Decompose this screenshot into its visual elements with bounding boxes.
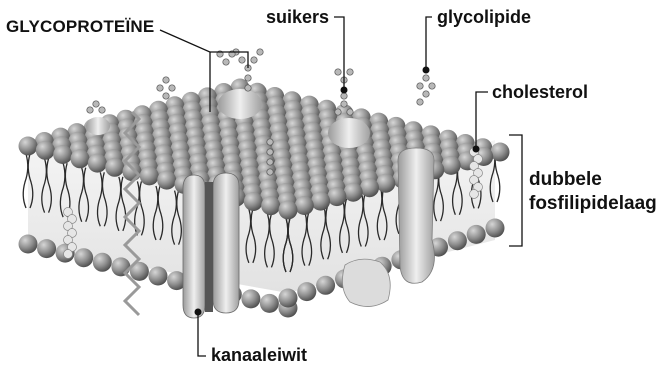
phospholipid-head-inner (279, 289, 298, 308)
sugar-unit (245, 85, 251, 91)
phospholipid-head (261, 196, 280, 215)
phospholipid-head-inner (467, 225, 486, 244)
phospholipid-head (71, 149, 90, 168)
phospholipid-head (327, 187, 346, 206)
sugar-unit (267, 139, 273, 145)
glycoprotein-right (328, 118, 370, 148)
sugar-unit (157, 85, 163, 91)
sugar-unit (423, 75, 429, 81)
phospholipid-head (105, 158, 124, 177)
sugar-unit (417, 83, 423, 89)
bracket-bilayer (509, 135, 522, 246)
phospholipid-head-inner (37, 239, 56, 258)
phospholipid-head (157, 171, 176, 190)
transmembrane-protein (398, 148, 434, 283)
sugar-unit (245, 75, 251, 81)
cholesterol-bead (64, 250, 73, 259)
phospholipid-head (376, 174, 395, 193)
phospholipid-head-inner (486, 219, 505, 238)
sugar-unit (163, 93, 169, 99)
sugar-unit (93, 101, 99, 107)
phospholipid-head (344, 183, 363, 202)
sugar-unit (163, 77, 169, 83)
label-glycoproteine: GLYCOPROTEÏNE (6, 18, 154, 37)
sugar-unit (267, 149, 273, 155)
phospholipid-head-inner (260, 294, 279, 313)
phospholipid-head-inner (241, 289, 260, 308)
sugar-unit (335, 109, 341, 115)
sugar-unit (169, 85, 175, 91)
sugar-unit (429, 83, 435, 89)
sugar-unit (417, 99, 423, 105)
phospholipid-head (244, 192, 263, 211)
sugar-unit (87, 107, 93, 113)
peripheral-protein (86, 117, 110, 135)
sugar-unit (341, 93, 347, 99)
sugar-unit (347, 109, 353, 115)
sugar-unit (267, 159, 273, 165)
sugar-unit (257, 49, 263, 55)
leader-glycolipide (426, 17, 432, 70)
phospholipid-head (123, 162, 142, 181)
sugar-unit (347, 69, 353, 75)
phospholipid-head-inner (149, 267, 168, 286)
sugar-unit (239, 57, 245, 63)
label-kanaaleiwit: kanaaleiwit (211, 346, 307, 366)
sugar-unit (251, 57, 257, 63)
label-bilayer-line2: fosfilipidelaag (529, 194, 657, 215)
phospholipid-head (53, 145, 72, 164)
phospholipid-head-inner (297, 282, 316, 301)
channel-right-half (213, 173, 239, 313)
phospholipid-head (360, 178, 379, 197)
phospholipid-head-inner (74, 248, 93, 267)
channel-protein (183, 173, 239, 318)
dot-kanaaleiwit (195, 309, 202, 316)
cholesterol-bead (470, 190, 479, 199)
phospholipid-head-inner (19, 235, 38, 254)
label-bilayer-line1: dubbele (529, 170, 602, 191)
sugar-unit (423, 91, 429, 97)
phospholipid-head (491, 143, 510, 162)
phospholipid-head (295, 196, 314, 215)
label-cholesterol: cholesterol (492, 83, 588, 103)
phospholipid-head-inner (316, 276, 335, 295)
channel-left-half (183, 175, 205, 318)
sugar-unit (223, 59, 229, 65)
dot-glycolipide (423, 67, 430, 74)
phospholipid-head (19, 137, 38, 156)
sugar-unit (267, 169, 273, 175)
fatty-acid-tail (23, 154, 28, 208)
phospholipid-head-inner (93, 253, 112, 272)
label-suikers: suikers (266, 8, 329, 28)
phospholipid-head-inner (448, 231, 467, 250)
phospholipid-head (88, 154, 107, 173)
dot-cholesterol (473, 146, 480, 153)
phospholipid-head (140, 166, 159, 185)
channel-pore (205, 182, 213, 312)
leader-kanaaleiwit (198, 312, 206, 356)
phospholipid-head (279, 201, 298, 220)
peripheral-protein-lower (342, 259, 390, 306)
phospholipid-head (442, 156, 461, 175)
phospholipid-head (311, 192, 330, 211)
sugar-unit (341, 101, 347, 107)
label-glycolipide: glycolipide (437, 8, 531, 28)
sugar-unit (99, 107, 105, 113)
glycoprotein (218, 89, 262, 119)
phospholipid-head (36, 141, 55, 160)
sugar-unit (335, 69, 341, 75)
dot-suikers (341, 87, 348, 94)
